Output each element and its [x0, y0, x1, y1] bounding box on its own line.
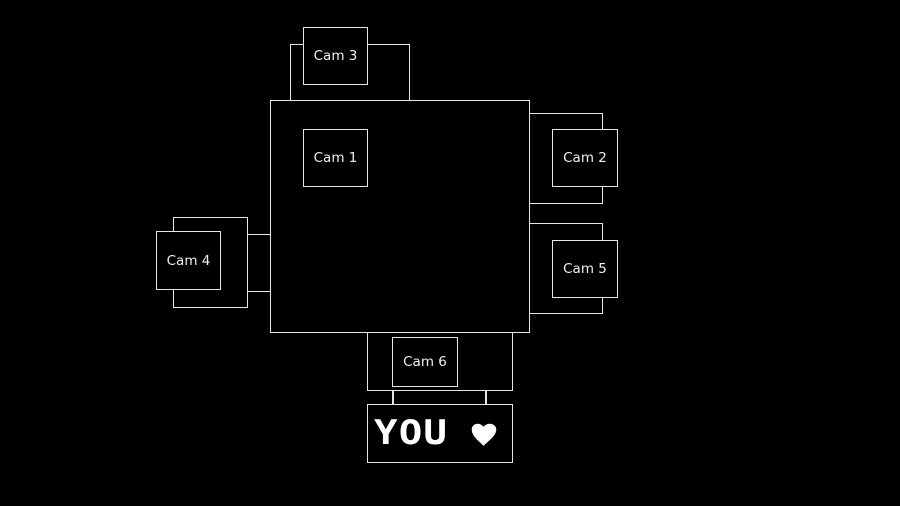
heart-icon [471, 423, 497, 446]
bottom-room [367, 332, 513, 391]
connector-line [392, 390, 394, 404]
cam-4-button[interactable]: Cam 4 [156, 231, 221, 290]
cam-2-button[interactable]: Cam 2 [552, 129, 618, 187]
left-corridor [247, 234, 271, 292]
cam-5-button[interactable]: Cam 5 [552, 240, 618, 298]
player-office: YOU [367, 404, 513, 463]
main-room [270, 100, 530, 333]
cam-6-button[interactable]: Cam 6 [392, 337, 458, 387]
you-label: YOU [374, 413, 449, 453]
cam-1-button[interactable]: Cam 1 [303, 129, 368, 187]
cam-3-button[interactable]: Cam 3 [303, 27, 368, 85]
connector-line [485, 390, 487, 404]
